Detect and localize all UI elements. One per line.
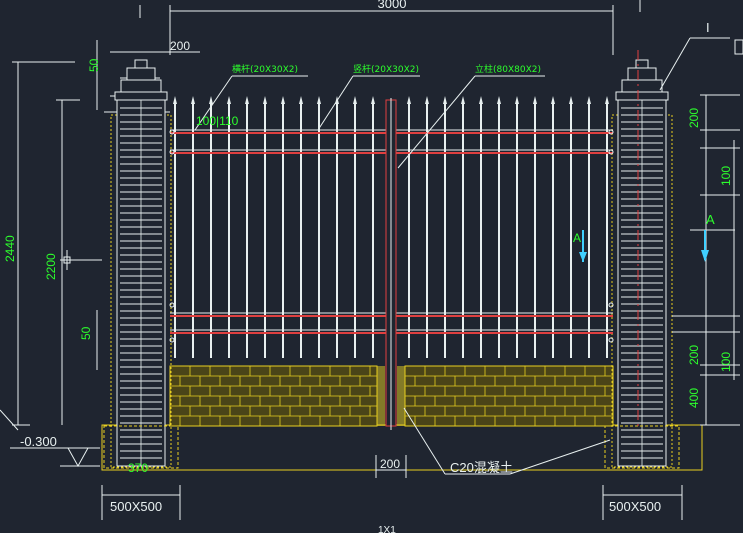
- base-right-label: 500X500: [609, 499, 661, 514]
- section-mark-right: A: [690, 212, 735, 262]
- right-dimensions: 200 100 200 100 400: [672, 94, 740, 426]
- right-dim-200-top: 200: [687, 108, 701, 128]
- picket-spike: [317, 96, 321, 104]
- right-dim-400: 400: [687, 388, 701, 408]
- picket-spike: [371, 96, 375, 104]
- concrete-label: C20混凝土: [450, 460, 513, 475]
- cap-height-label: 50: [87, 58, 101, 72]
- lower-gap-label: 50: [79, 326, 93, 340]
- overall-height-label: 2440: [3, 235, 17, 262]
- detail-tag: I: [637, 20, 730, 430]
- level-marker: -0.300: [0, 409, 100, 468]
- picket-spike: [569, 96, 573, 104]
- rail-bolt: [608, 337, 614, 343]
- cap-dim-200: 200: [170, 39, 190, 53]
- picket-spike: [587, 96, 591, 104]
- right-dim-200-bottom: 200: [687, 345, 701, 365]
- cap-step: [126, 67, 156, 81]
- picket-spike: [551, 96, 555, 104]
- picket-spike: [605, 96, 609, 104]
- picket-spike: [461, 96, 465, 104]
- rail-bolt: [169, 302, 175, 308]
- cap-step: [635, 59, 649, 69]
- ground-foundation: [101, 424, 703, 471]
- picket-spike: [299, 96, 303, 104]
- foot-width-label: 370: [128, 461, 148, 475]
- picket-spike: [263, 96, 267, 104]
- right-dim-100-bottom: 100: [719, 352, 733, 372]
- picket-spike: [227, 96, 231, 104]
- top-dimension: 3000: [139, 0, 641, 55]
- section-label-left: A: [573, 231, 581, 245]
- rail-bolt: [169, 149, 175, 155]
- cap-step: [120, 79, 162, 93]
- picket-spike: [407, 96, 411, 104]
- picket-spike: [353, 96, 357, 104]
- corner-fragment: [734, 39, 743, 55]
- picket-spike: [515, 96, 519, 104]
- right-dim-100-top: 100: [719, 166, 733, 186]
- brick-plinth: [169, 365, 614, 427]
- picket-spike: [191, 96, 195, 104]
- rail-bolt: [169, 129, 175, 135]
- rail-bolt: [608, 149, 614, 155]
- level-label: -0.300: [20, 434, 57, 449]
- cap-step: [615, 91, 669, 101]
- cap-step: [114, 91, 168, 101]
- picket-spike: [443, 96, 447, 104]
- base-left-label: 500X500: [110, 499, 162, 514]
- center-steel-post: [377, 98, 405, 430]
- bottom-char: 1X1: [378, 525, 396, 533]
- detail-tag-label: I: [706, 20, 710, 35]
- picket-spike: [281, 96, 285, 104]
- rail-label-horizontal: 横杆(20X30X2): [232, 63, 298, 75]
- rail-bolt: [608, 302, 614, 308]
- brick-posts: [103, 59, 680, 469]
- picket-spike: [245, 96, 249, 104]
- rail-bolt: [169, 337, 175, 343]
- post-label: 立柱(80X80X2): [475, 63, 541, 75]
- rail-annotations: 横杆(20X30X2) 竖杆(20X30X2) 立柱(80X80X2) 100|…: [180, 63, 545, 169]
- cap-step: [627, 67, 657, 81]
- picket-spike: [425, 96, 429, 104]
- picket-spike: [209, 96, 213, 104]
- top-width-label: 3000: [378, 0, 407, 11]
- section-label-right: A: [706, 212, 715, 227]
- picket-spike: [533, 96, 537, 104]
- picket-spike: [173, 96, 177, 104]
- foundation-pad: [604, 425, 680, 469]
- left-height-dimensions: 2440 2200 50 50: [3, 40, 102, 426]
- cap-step: [134, 59, 148, 69]
- rail-bolt: [608, 129, 614, 135]
- foundation-pad: [103, 425, 179, 469]
- rail-label-vertical: 竖杆(20X30X2): [353, 63, 419, 75]
- bottom-dimensions: 370 500X500 500X500 200 C20混凝土 1X1: [101, 407, 683, 533]
- fence-height-label: 2200: [44, 253, 58, 280]
- picket-spike: [497, 96, 501, 104]
- cap-step: [621, 79, 663, 93]
- section-mark-left: A: [573, 230, 587, 262]
- picket-spike: [479, 96, 483, 104]
- spacing-label: 100|110: [196, 114, 239, 128]
- post-gap-label: 200: [380, 457, 400, 471]
